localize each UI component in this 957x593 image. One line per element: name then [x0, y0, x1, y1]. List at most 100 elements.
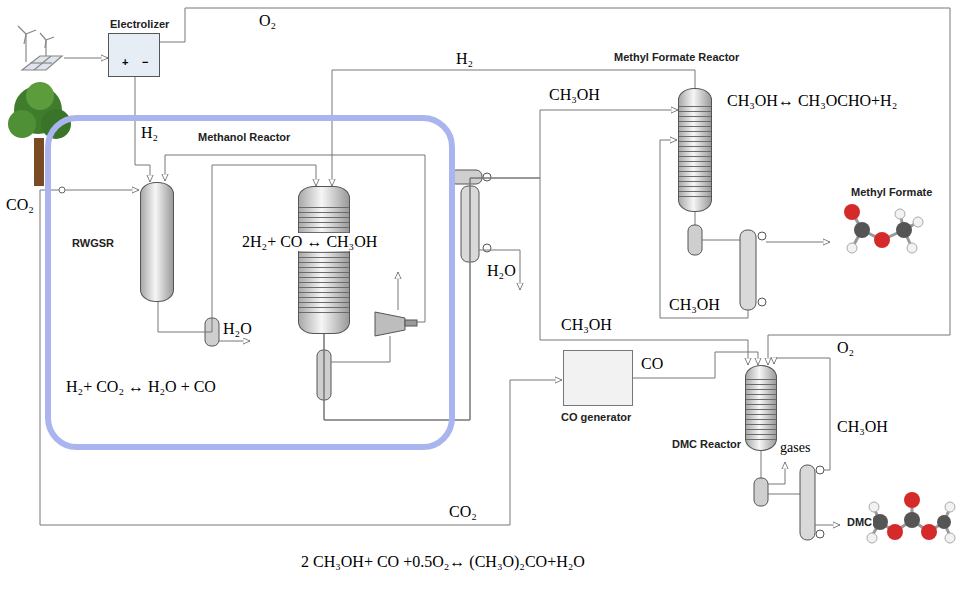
methyl-formate-molecule: [844, 204, 923, 253]
stream-label: CO: [640, 355, 664, 373]
reactor-column: DMC Reactor: [745, 365, 777, 451]
distillation-column: [758, 298, 766, 306]
electrolyzer-unit: Electrolizer: [108, 33, 160, 77]
dmc-molecule: [904, 492, 920, 508]
methyl-formate-molecule: [896, 222, 912, 238]
separator-drum: [768, 494, 800, 495]
unit-name: Methyl Formate Reactor: [613, 51, 740, 64]
stream-label: CO₂: [5, 196, 35, 214]
stream-label: gases: [779, 440, 811, 456]
distillation-column: [740, 230, 756, 310]
renewable-icon: [24, 34, 26, 44]
dmc-molecule: [945, 502, 955, 512]
stream-label: H₂O: [486, 262, 517, 280]
methanol-section: RWGSRMethanol Reactor2H₂+ CO ↔ CH₃OHH₂+ …: [45, 115, 455, 450]
stream-label: O₂: [836, 339, 855, 357]
tree-icon: [26, 82, 54, 110]
stream-connector: [160, 8, 950, 365]
stream-label: CH₃OH: [548, 86, 601, 104]
separator-drum: [695, 212, 696, 225]
dmc-molecule: [904, 512, 920, 528]
unit-name: Methanol Reactor: [197, 131, 291, 144]
stream-label: CO₂: [448, 503, 478, 521]
tree-icon: [8, 110, 36, 138]
distillation-column: [483, 244, 491, 252]
stream-label: O₂: [258, 12, 277, 30]
stream-connector: [332, 70, 695, 186]
methyl-formate-molecule: [844, 204, 860, 220]
reactor-column: Methyl Formate Reactor: [678, 88, 712, 212]
unit-name: DMC Reactor: [671, 438, 742, 451]
dmc-molecule: [867, 533, 877, 543]
unit-name: Electrolizer: [109, 18, 170, 31]
renewable-icon: [46, 37, 54, 40]
stream-label: H₂: [455, 50, 474, 68]
reaction-equation: 2 CH₃OH+ CO +0.5O₂↔ (CH₃O)₂CO+H₂O: [300, 553, 586, 571]
stream-label: CH₃OH: [560, 316, 613, 334]
methyl-formate-molecule: [874, 232, 890, 248]
co2-feed-line: [40, 190, 562, 525]
recycle-line: [331, 336, 390, 362]
stream-connector: [324, 110, 678, 420]
renewable-icon: [26, 30, 36, 34]
stream-connector: [324, 178, 748, 420]
product-line: [815, 525, 840, 526]
dmc-molecule: [887, 524, 903, 540]
methyl-formate-molecule: [854, 222, 870, 238]
product-line: [766, 242, 830, 243]
tree-icon: [34, 138, 44, 186]
electrode-sign: −: [141, 56, 149, 69]
stream-label: CH₃OH: [668, 296, 721, 314]
reaction-equation: H₂+ CO₂ ↔ H₂O + CO: [65, 378, 217, 396]
separator-drum: [754, 478, 800, 506]
separator-drum: [688, 212, 740, 255]
distillation-column: [800, 465, 815, 540]
methyl-formate-molecule: [895, 209, 905, 219]
dmc-molecule: [937, 515, 951, 529]
renewable-icon: [18, 26, 62, 70]
co2-feed-line: [65, 190, 139, 191]
dmc-molecule: [872, 514, 888, 530]
water-outlet: [219, 341, 250, 342]
unit-name: RWGSR: [71, 237, 115, 250]
reactor-column: Methanol Reactor2H₂+ CO ↔ CH₃OH: [298, 186, 350, 334]
gas-outlet: [768, 462, 785, 484]
compressor-symbol: [375, 312, 417, 336]
compressor-symbol: [405, 320, 417, 326]
renewable-icon: [40, 33, 46, 40]
renewable-icon: [30, 62, 52, 63]
dmc-molecule: [867, 492, 955, 543]
tree-icon: [59, 187, 65, 193]
process-line: [761, 451, 762, 478]
product-name: Methyl Formate: [850, 186, 933, 199]
renewable-icon: [18, 26, 26, 34]
reaction-equation: CH₃OH↔ CH₃OCHO+H₂: [726, 92, 898, 110]
separator-drum: [702, 240, 740, 241]
recycle-line: [165, 155, 425, 362]
tree-icon: [8, 82, 71, 193]
tree-icon: [41, 109, 71, 139]
stream-connector: [633, 352, 758, 378]
stream-label: H₂O: [222, 320, 253, 338]
recycle-line: [774, 358, 830, 470]
dmc-molecule: [869, 502, 879, 512]
unit-name: CO generator: [560, 411, 632, 424]
product-name: DMC: [846, 516, 873, 529]
distillation-column: [483, 173, 491, 181]
renewable-icon: [45, 40, 46, 48]
methyl-formate-molecule: [913, 217, 923, 227]
reaction-equation: 2H₂+ CO ↔ CH₃OH: [241, 233, 378, 251]
dmc-molecule: [945, 533, 955, 543]
dmc-molecule: [921, 524, 937, 540]
separator-drum: [754, 478, 768, 506]
distillation-column: [816, 466, 824, 474]
co2-feed-line: [40, 190, 562, 525]
methyl-formate-molecule: [847, 243, 857, 253]
water-outlet: [479, 250, 520, 290]
stream-label: H₂: [140, 124, 159, 142]
renewable-icon: [22, 56, 62, 70]
compressor-symbol: [375, 312, 405, 336]
renewable-icon: [34, 56, 51, 70]
reactor-column: RWGSR: [140, 182, 174, 302]
